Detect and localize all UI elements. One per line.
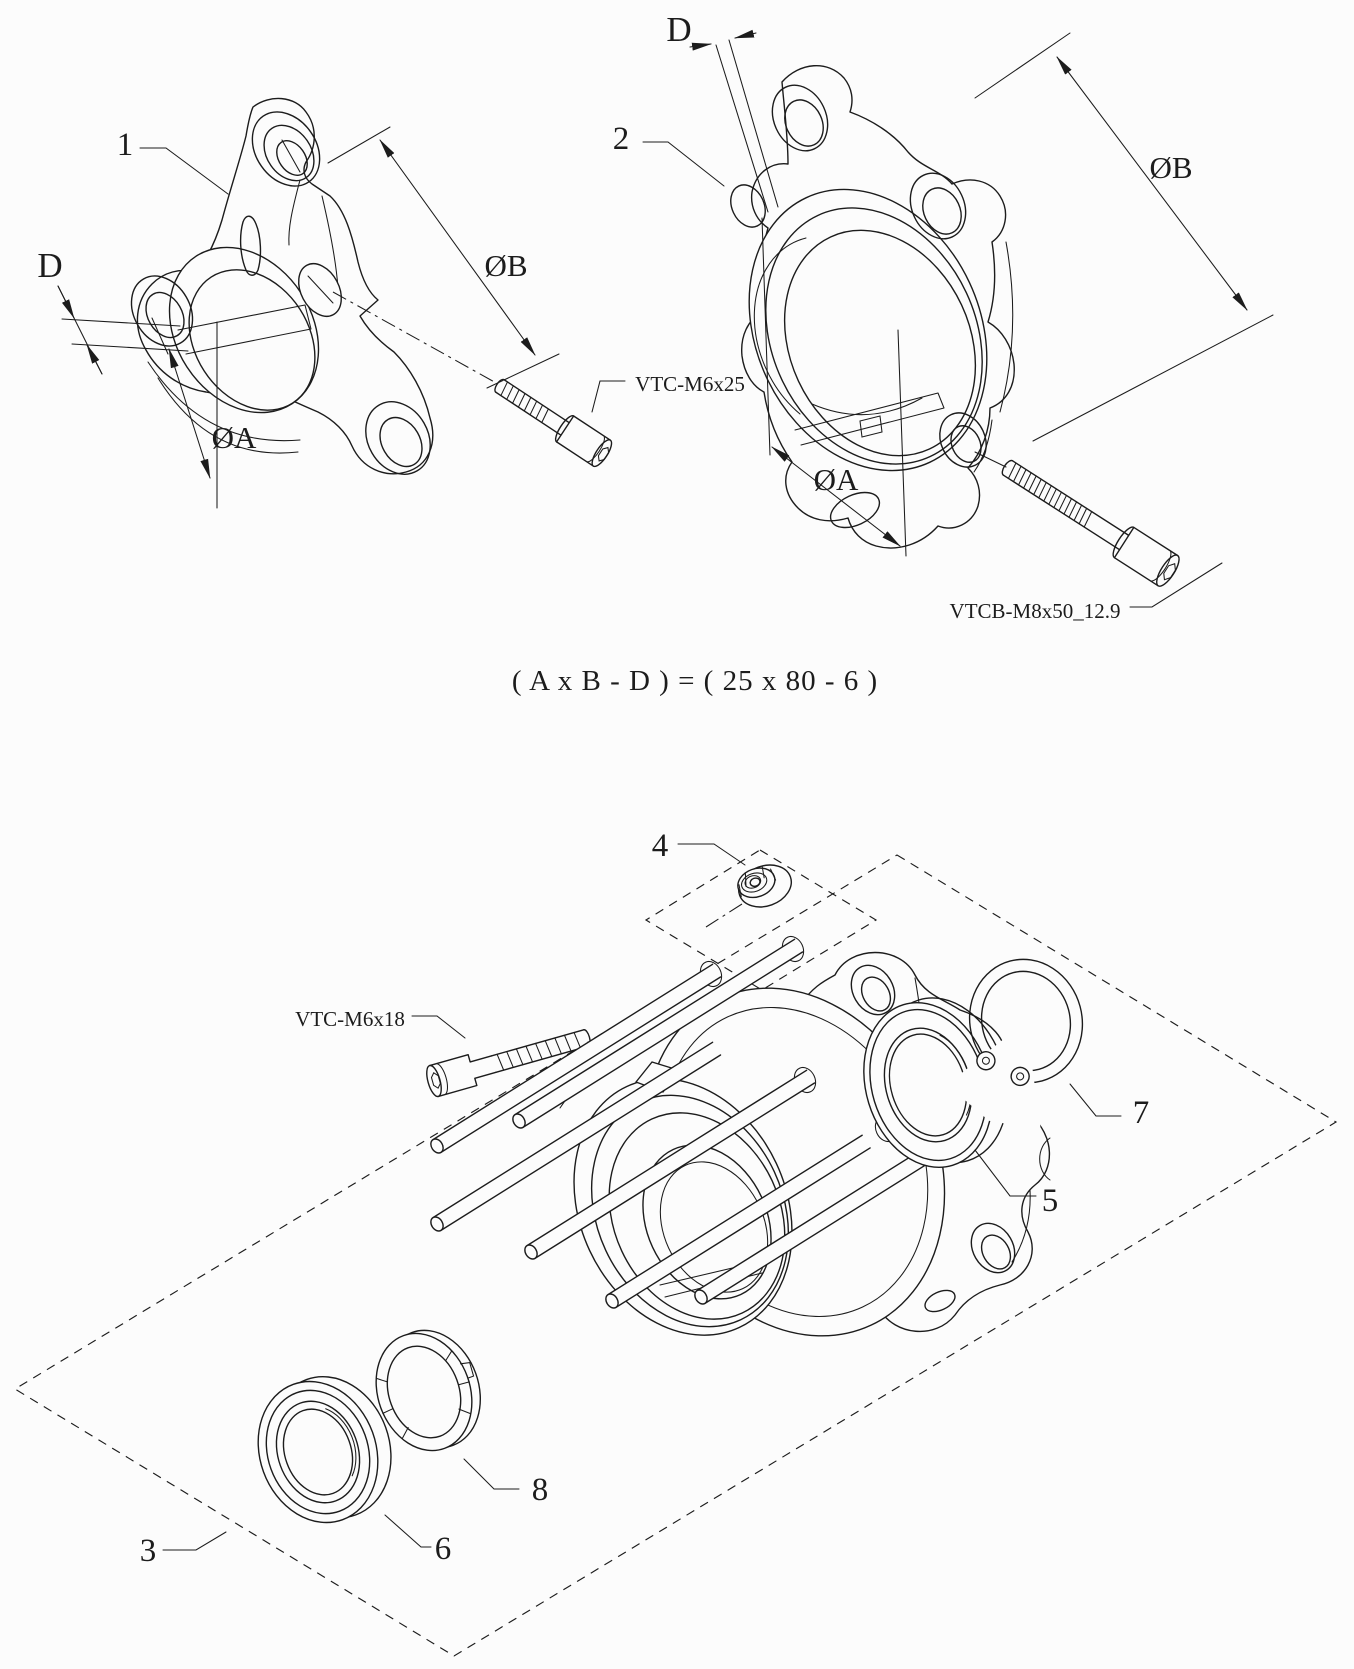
callout-part4: 4 bbox=[652, 828, 745, 865]
part3-number: 3 bbox=[140, 1533, 157, 1569]
hub-assembly-boundary bbox=[15, 850, 1336, 1656]
flange-adapter-part1 bbox=[119, 98, 443, 485]
flange-part2 bbox=[705, 66, 1031, 548]
callout-part2: 2 bbox=[613, 121, 724, 186]
part7-number: 7 bbox=[1133, 1095, 1150, 1131]
part6-number: 6 bbox=[435, 1531, 452, 1567]
dim-bore-right: ØA bbox=[762, 218, 906, 556]
callout-part5: 5 bbox=[975, 1150, 1058, 1219]
screw-vtcb-m8x50 bbox=[995, 451, 1183, 590]
nut-axis-line bbox=[706, 904, 742, 927]
dim-bolt-circle-left: ØB bbox=[328, 127, 559, 388]
dim-thickness-right: D bbox=[666, 10, 778, 212]
part8-number: 8 bbox=[532, 1472, 549, 1508]
screw-vtc-m6x25-label: VTC-M6x25 bbox=[592, 372, 745, 412]
screw-label-3: VTC-M6x18 bbox=[295, 1007, 405, 1031]
lock-ring-part8 bbox=[360, 1317, 496, 1464]
dim-oa-right-label: ØA bbox=[814, 462, 859, 497]
screw-label-1: VTC-M6x25 bbox=[635, 372, 745, 396]
screw-vtc-m6x18 bbox=[424, 1022, 594, 1098]
dim-ob-left-label: ØB bbox=[484, 248, 527, 283]
dim-bore-left: ØA bbox=[152, 318, 257, 508]
wheel-studs bbox=[428, 939, 959, 1310]
screw-vtc-m6x18-label: VTC-M6x18 bbox=[295, 1007, 465, 1038]
bearing-part6 bbox=[239, 1360, 410, 1540]
screw-vtcb-m8x50-label: VTCB-M8x50_12.9 bbox=[950, 563, 1222, 623]
callout-part1: 1 bbox=[117, 127, 228, 194]
part1-number: 1 bbox=[117, 127, 134, 163]
part2-number: 2 bbox=[613, 121, 630, 157]
circlip-part7 bbox=[947, 947, 1108, 1130]
screw-label-2: VTCB-M8x50_12.9 bbox=[950, 599, 1121, 623]
screw-axis-line-right bbox=[975, 452, 1006, 467]
dim-thickness-left: D bbox=[37, 246, 188, 374]
screw-vtc-m6x25 bbox=[489, 371, 615, 469]
dimension-formula: ( A x B - D ) = ( 25 x 80 - 6 ) bbox=[512, 665, 878, 697]
dim-d-right-label: D bbox=[666, 10, 691, 49]
callout-part3: 3 bbox=[140, 1532, 226, 1569]
part4-number: 4 bbox=[652, 828, 669, 864]
callout-part8: 8 bbox=[464, 1459, 548, 1508]
part5-number: 5 bbox=[1042, 1183, 1059, 1219]
dim-oa-left-label: ØA bbox=[212, 420, 257, 455]
dim-d-left-label: D bbox=[37, 246, 62, 285]
dim-ob-right-label: ØB bbox=[1149, 150, 1192, 185]
callout-part7: 7 bbox=[1070, 1084, 1149, 1131]
dim-bolt-circle-right: ØB bbox=[975, 33, 1273, 441]
callout-part6: 6 bbox=[385, 1515, 451, 1567]
screw-axis-centerline-left bbox=[333, 292, 498, 384]
nut-part4 bbox=[733, 858, 797, 914]
